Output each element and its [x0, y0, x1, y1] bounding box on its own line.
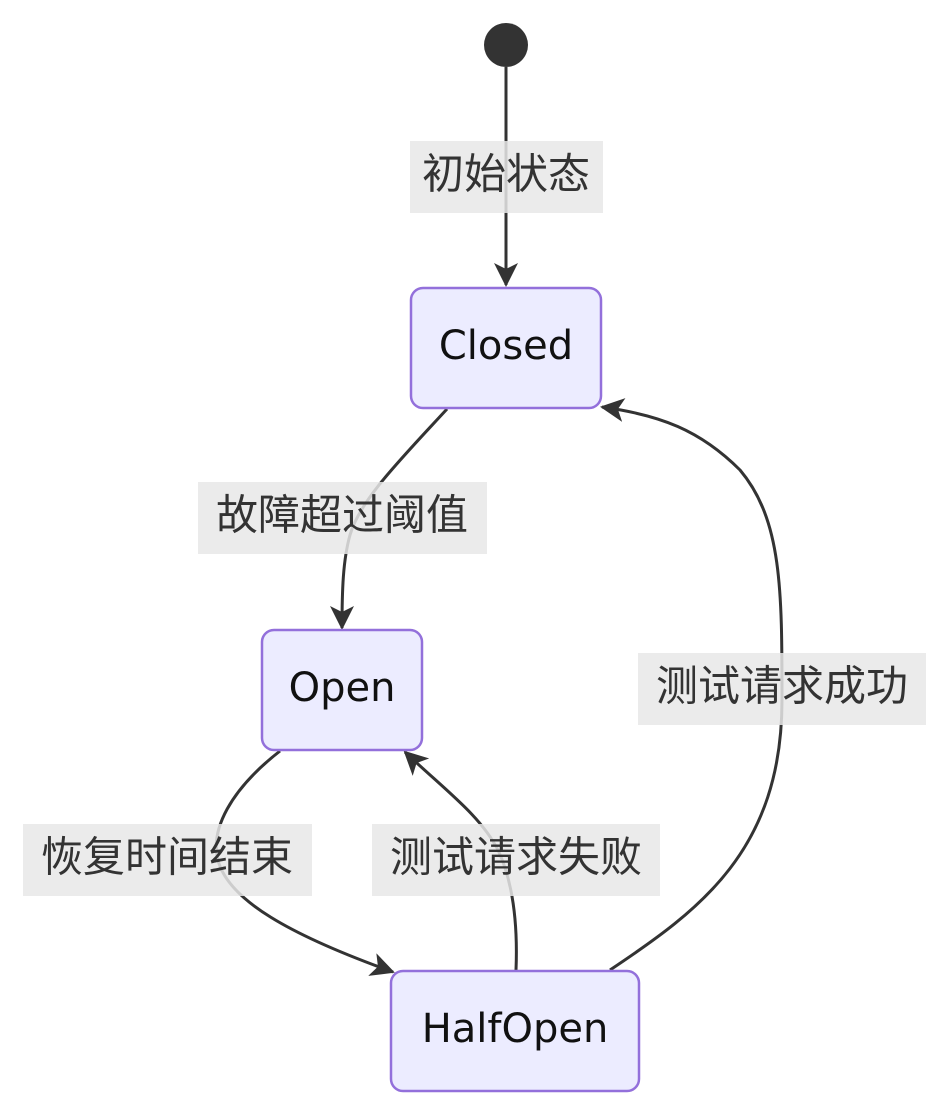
- label-closed-to-open-text: 故障超过阈值: [216, 491, 468, 540]
- state-open[interactable]: Open: [260, 628, 424, 752]
- label-open-to-half-open-text: 恢复时间结束: [41, 833, 293, 882]
- label-half-open-to-closed-text: 测试请求成功: [656, 662, 908, 711]
- edge-half-open-to-closed: [600, 398, 784, 972]
- state-closed[interactable]: Closed: [409, 286, 603, 410]
- start-node: [484, 23, 528, 67]
- state-open-label: Open: [289, 665, 396, 711]
- label-initial-text: 初始状态: [422, 150, 590, 199]
- label-closed-to-open: 故障超过阈值: [198, 482, 487, 554]
- label-half-open-to-open-text: 测试请求失败: [390, 833, 642, 882]
- label-initial: 初始状态: [410, 141, 603, 213]
- state-closed-label: Closed: [439, 323, 573, 369]
- state-half-open-label: HalfOpen: [422, 1006, 609, 1052]
- label-open-to-half-open: 恢复时间结束: [23, 824, 312, 896]
- label-half-open-to-closed: 测试请求成功: [638, 653, 926, 725]
- label-half-open-to-open: 测试请求失败: [372, 824, 660, 896]
- state-half-open[interactable]: HalfOpen: [389, 969, 641, 1093]
